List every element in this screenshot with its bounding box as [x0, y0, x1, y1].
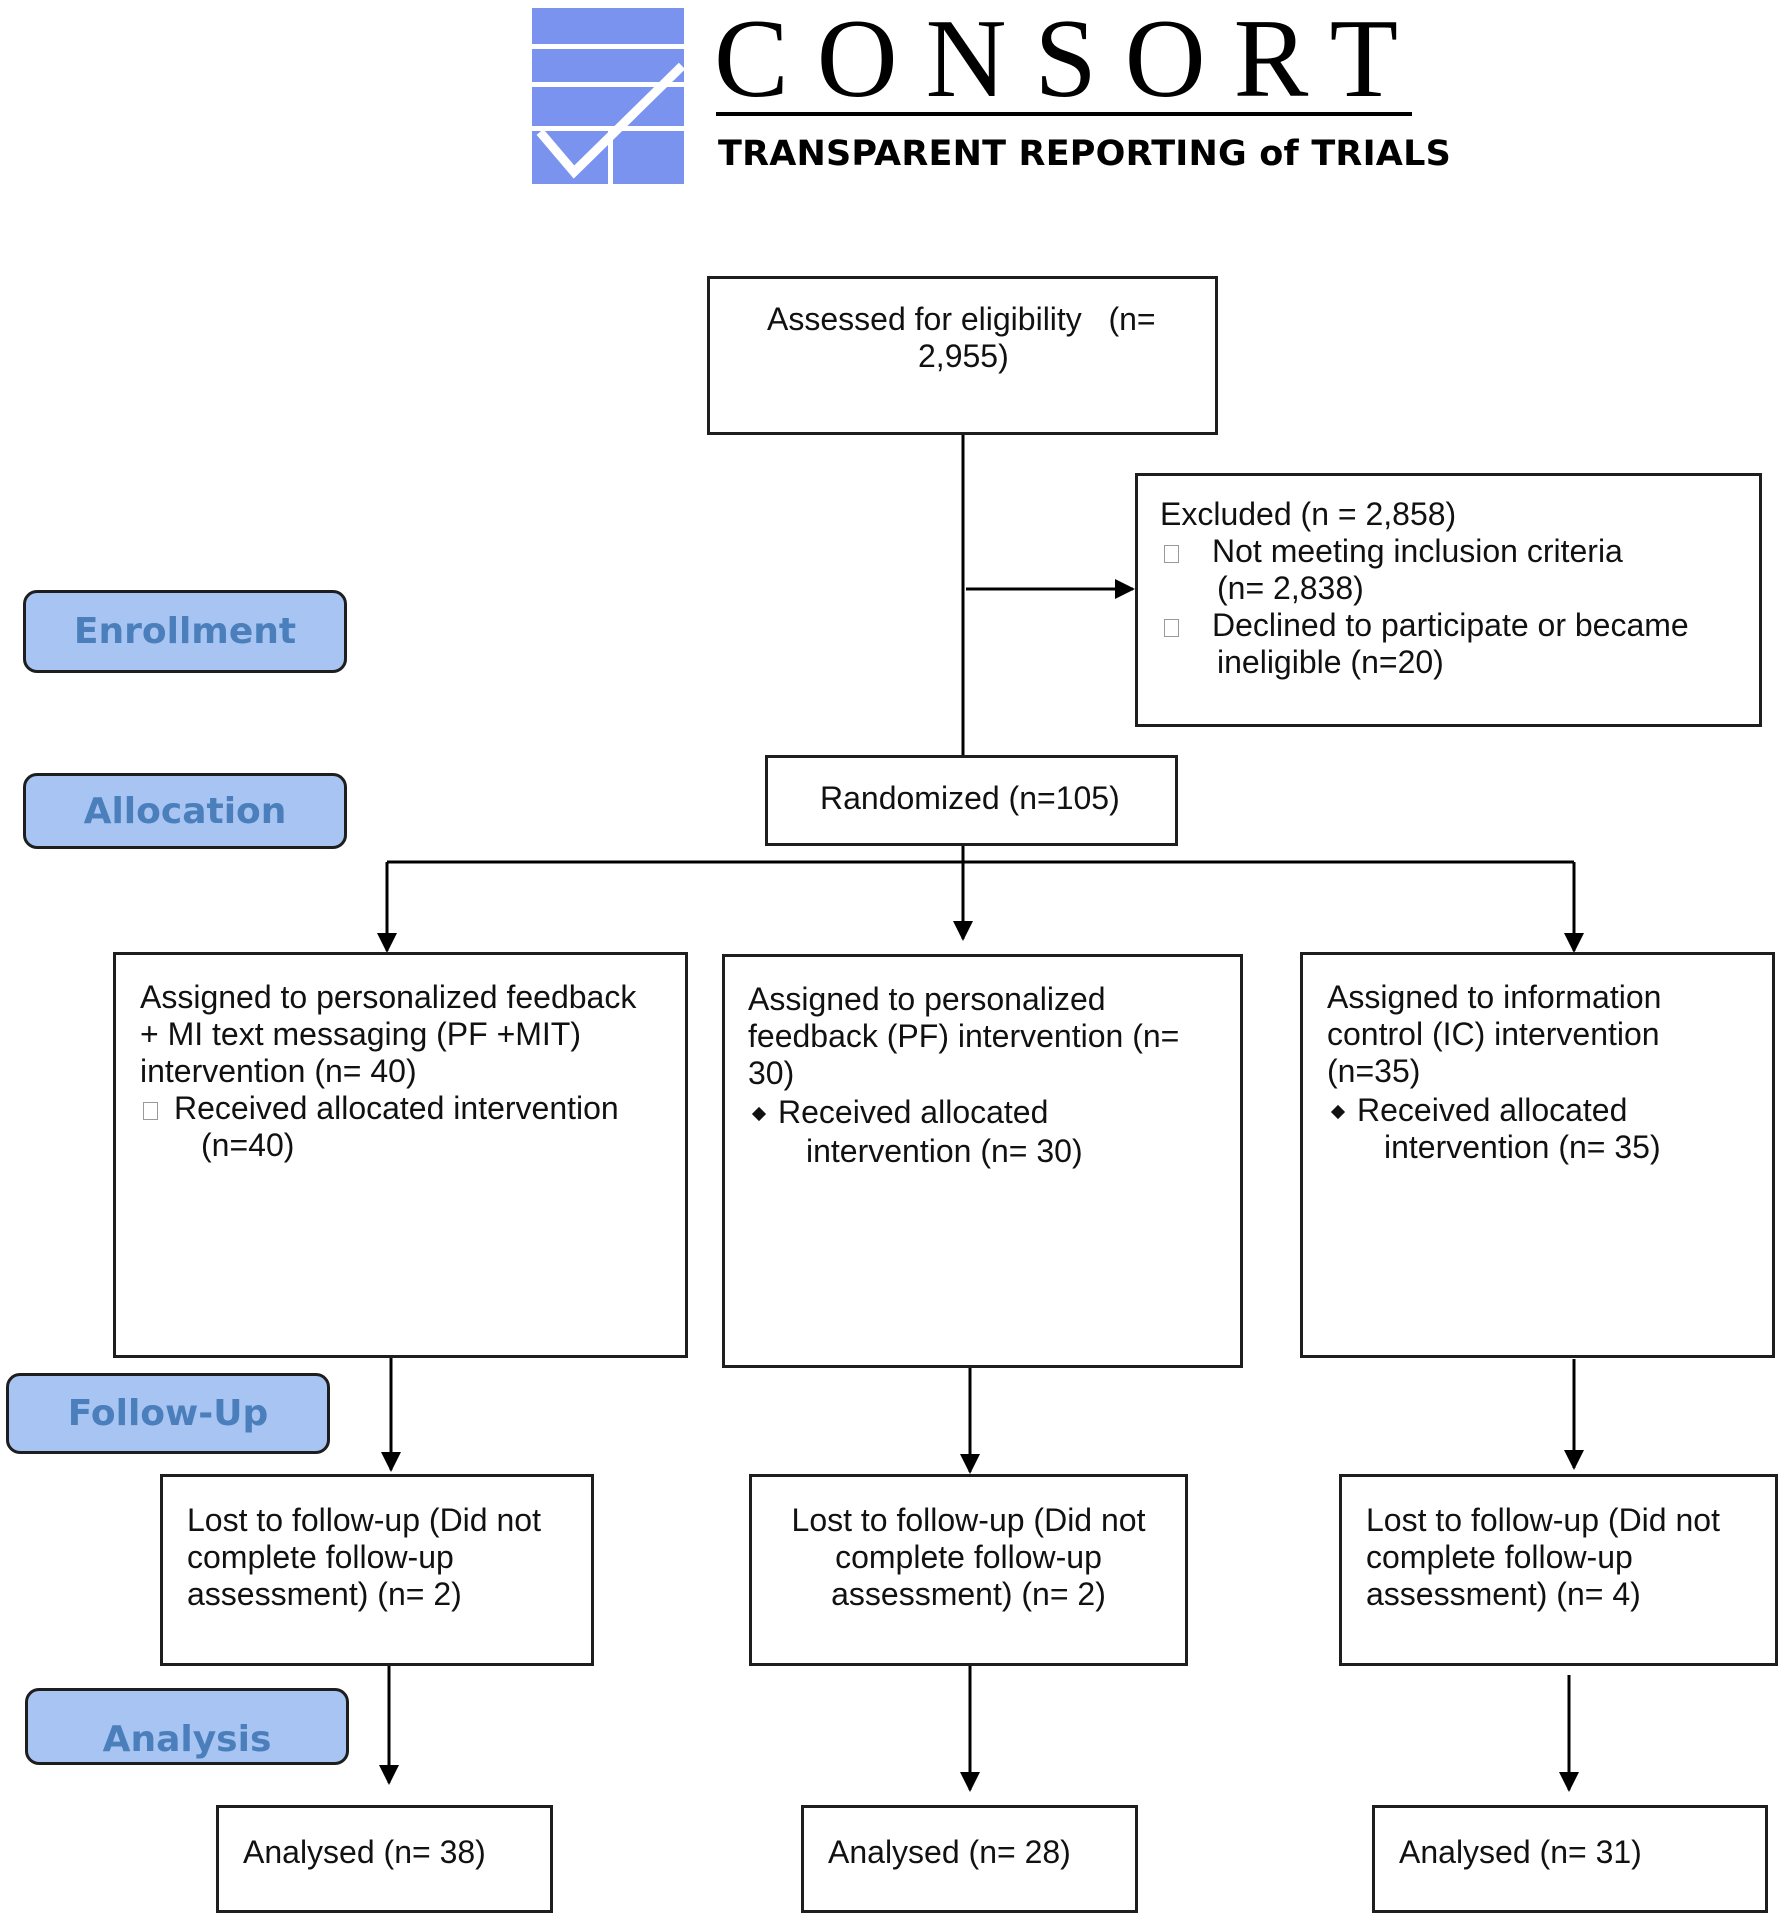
excluded-box: Excluded (n = 2,858) Not meeting inclusi…: [1135, 473, 1762, 727]
eligibility-line-2: 2,955): [918, 338, 1009, 374]
arm-2-lost-line-3: assessment) (n= 2): [831, 1576, 1106, 1612]
arm-1-allocation-box: Assigned to personalized feedback + MI t…: [113, 952, 688, 1358]
excluded-item-2-line1: Declined to participate or became: [1212, 607, 1689, 643]
arm-2-analysed-box: Analysed (n= 28): [801, 1805, 1138, 1913]
stage-label-allocation: Allocation: [23, 773, 347, 849]
arm-1-analysed-box: Analysed (n= 38): [216, 1805, 553, 1913]
arm-3-line-3: (n=35): [1327, 1053, 1421, 1089]
arm-2-lost-box: Lost to follow-up (Did not complete foll…: [749, 1474, 1188, 1666]
eligibility-line-1: Assessed for eligibility (n=: [767, 301, 1156, 337]
stage-label-follow-up: Follow-Up: [6, 1373, 330, 1454]
arm-2-analysed-label: Analysed (n= 28): [828, 1834, 1071, 1870]
arm-2-lost-line-2: complete follow-up: [835, 1539, 1102, 1575]
arm-2-line-1: Assigned to personalized: [748, 981, 1106, 1017]
brand-name: CONSORT: [714, 0, 1427, 121]
received-bullet-icon: [143, 1090, 158, 1127]
stage-label-enrollment: Enrollment: [23, 590, 347, 673]
arm-3-line-1: Assigned to information: [1327, 979, 1662, 1015]
brand-tagline: TRANSPARENT REPORTING of TRIALS: [718, 134, 1451, 174]
arm-3-lost-line-1: Lost to follow-up (Did not: [1366, 1502, 1720, 1538]
consort-logo-icon: [532, 8, 684, 184]
arm-3-received-line1: Received allocated: [1357, 1092, 1628, 1128]
received-diamond-icon: [751, 1094, 767, 1131]
brand-divider: [716, 112, 1412, 116]
arm-1-analysed-label: Analysed (n= 38): [243, 1834, 486, 1870]
arm-2-lost-line-1: Lost to follow-up (Did not: [791, 1502, 1146, 1538]
arm-1-received-line2: (n=40): [201, 1127, 295, 1163]
arm-1-lost-line-3: assessment) (n= 2): [187, 1576, 462, 1612]
arm-2-line-3: 30): [748, 1055, 795, 1091]
arm-1-line-3: intervention (n= 40): [140, 1053, 417, 1089]
arm-3-lost-line-3: assessment) (n= 4): [1366, 1576, 1641, 1612]
arm-1-line-2: + MI text messaging (PF +MIT): [140, 1016, 581, 1052]
arm-3-received-line2: intervention (n= 35): [1384, 1129, 1661, 1165]
arm-3-analysed-label: Analysed (n= 31): [1399, 1834, 1642, 1870]
arm-1-lost-line-1: Lost to follow-up (Did not: [187, 1502, 541, 1538]
arm-1-line-1: Assigned to personalized feedback: [140, 979, 637, 1015]
arm-2-received-line1: Received allocated: [778, 1094, 1049, 1130]
exclusion-bullet-icon: [1164, 533, 1179, 570]
arm-2-received-line2: intervention (n= 30): [806, 1133, 1083, 1169]
excluded-item-1-line2: (n= 2,838): [1217, 570, 1364, 606]
arm-3-analysed-box: Analysed (n= 31): [1372, 1805, 1768, 1913]
randomized-box: Randomized (n=105): [765, 755, 1178, 846]
arm-1-lost-line-2: complete follow-up: [187, 1539, 454, 1575]
received-diamond-icon: [1330, 1092, 1346, 1129]
excluded-item-1-line1: Not meeting inclusion criteria: [1212, 533, 1623, 569]
stage-label-analysis: Analysis: [25, 1688, 349, 1765]
arm-1-lost-box: Lost to follow-up (Did not complete foll…: [160, 1474, 594, 1666]
arm-3-allocation-box: Assigned to information control (IC) int…: [1300, 952, 1775, 1358]
arm-3-lost-line-2: complete follow-up: [1366, 1539, 1633, 1575]
arm-1-received-line1: Received allocated intervention: [174, 1090, 619, 1126]
excluded-item-2-line2: ineligible (n=20): [1217, 644, 1444, 680]
excluded-title: Excluded (n = 2,858): [1160, 496, 1457, 532]
arm-3-line-2: control (IC) intervention: [1327, 1016, 1660, 1052]
arm-2-line-2: feedback (PF) intervention (n=: [748, 1018, 1180, 1054]
eligibility-box: Assessed for eligibility (n= 2,955): [707, 276, 1218, 435]
randomized-label: Randomized (n=105): [820, 780, 1120, 816]
exclusion-bullet-icon: [1164, 607, 1179, 644]
arm-3-lost-box: Lost to follow-up (Did not complete foll…: [1339, 1474, 1778, 1666]
arm-2-allocation-box: Assigned to personalized feedback (PF) i…: [722, 954, 1243, 1368]
